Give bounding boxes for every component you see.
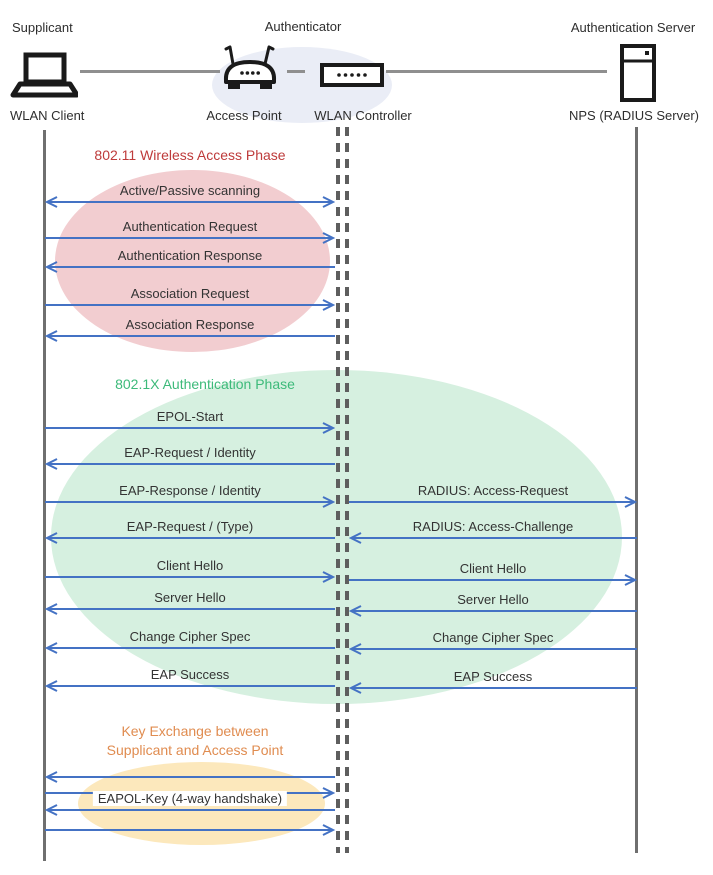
message-arrow (45, 232, 335, 244)
message-arrow (349, 496, 637, 508)
message-row: Association Request (45, 279, 335, 311)
message-row: Change Cipher Spec (349, 623, 637, 655)
message-row: EPOL-Start (45, 402, 335, 434)
message-arrow (45, 458, 335, 470)
role-label-authentication-server: Authentication Server (570, 20, 696, 35)
connector-client-ap (80, 70, 220, 73)
lifeline-authenticator-dash-1 (336, 127, 340, 853)
message-label: EAP-Request / (Type) (126, 519, 254, 534)
message-arrow (349, 532, 637, 544)
message-arrow (45, 532, 335, 544)
message-arrow (45, 642, 335, 654)
message-label: EAP Success (453, 669, 533, 684)
phase-80211-ellipse (55, 170, 330, 352)
message-label: Server Hello (457, 592, 529, 607)
message-row: Client Hello (45, 551, 335, 583)
lifeline-authenticator-dash-2 (345, 127, 349, 853)
message-label: EAP-Response / Identity (119, 483, 261, 498)
access-point-icon (223, 45, 277, 89)
message-row: Change Cipher Spec (45, 622, 335, 654)
message-label: Association Request (130, 286, 250, 301)
message-row: Server Hello (45, 583, 335, 615)
laptop-icon (10, 52, 78, 98)
message-arrow (349, 643, 637, 655)
message-arrow (45, 824, 335, 836)
message-row: Association Response (45, 310, 335, 342)
connector-controller-server (386, 70, 607, 73)
message-arrow (45, 571, 335, 583)
message-row: RADIUS: Access-Request (349, 476, 637, 508)
message-row: EAP-Request / (Type) (45, 512, 335, 544)
message-label: EAPOL-Key (4-way handshake) (92, 791, 288, 806)
message-arrow (45, 771, 335, 783)
device-label-wlan-controller: WLAN Controller (314, 108, 412, 123)
message-arrow (45, 496, 335, 508)
device-label-access-point: Access Point (206, 108, 282, 123)
message-label: RADIUS: Access-Request (417, 483, 569, 498)
message-row: Active/Passive scanning (45, 176, 335, 208)
lifeline-supplicant (43, 130, 46, 861)
wlan-controller-icon (320, 63, 384, 87)
message-label: Client Hello (156, 558, 224, 573)
message-label: EPOL-Start (156, 409, 224, 424)
message-label: RADIUS: Access-Challenge (412, 519, 574, 534)
message-arrow (45, 299, 335, 311)
device-label-nps: NPS (RADIUS Server) (568, 108, 700, 123)
message-row: EAP Success (349, 662, 637, 694)
message-row: Server Hello (349, 585, 637, 617)
message-arrow (45, 422, 335, 434)
message-row (45, 804, 335, 836)
phase-title-key-exchange-line1: Key Exchange between (121, 723, 269, 739)
connector-ap-controller-dash (287, 70, 305, 73)
message-label: Authentication Response (117, 248, 263, 263)
message-arrow (45, 680, 335, 692)
message-label: Active/Passive scanning (119, 183, 261, 198)
server-icon (620, 44, 656, 102)
message-row: EAP-Request / Identity (45, 438, 335, 470)
message-row: Authentication Response (45, 241, 335, 273)
message-row: Authentication Request (45, 212, 335, 244)
message-row: RADIUS: Access-Challenge (349, 512, 637, 544)
message-arrow (45, 196, 335, 208)
message-arrow (349, 605, 637, 617)
role-label-authenticator: Authenticator (264, 19, 342, 34)
message-label: Server Hello (154, 590, 226, 605)
message-row: EAP-Response / Identity (45, 476, 335, 508)
message-label: EAP-Request / Identity (124, 445, 256, 460)
message-row (45, 751, 335, 783)
message-label: Change Cipher Spec (432, 630, 554, 645)
message-arrow (45, 261, 335, 273)
message-label: EAP Success (150, 667, 230, 682)
message-label: Change Cipher Spec (129, 629, 251, 644)
message-row: EAP Success (45, 660, 335, 692)
message-arrow (45, 330, 335, 342)
message-row: EAPOL-Key (4-way handshake) (45, 784, 335, 816)
phase-title-key-exchange-line2: Supplicant and Access Point (106, 742, 284, 758)
message-row: Client Hello (349, 554, 637, 586)
message-arrow (45, 804, 335, 816)
device-label-wlan-client: WLAN Client (10, 108, 85, 123)
phase-title-80211: 802.11 Wireless Access Phase (94, 147, 286, 163)
message-label: Client Hello (459, 561, 527, 576)
message-arrow (349, 574, 637, 586)
lifeline-authentication-server (635, 127, 638, 853)
message-arrow (349, 682, 637, 694)
phase-title-8021x: 802.1X Authentication Phase (115, 376, 295, 392)
message-label: Association Response (125, 317, 255, 332)
phase-title-key-exchange: Key Exchange between Supplicant and Acce… (45, 722, 345, 760)
message-arrow (45, 603, 335, 615)
message-label: Authentication Request (122, 219, 258, 234)
role-label-supplicant: Supplicant (12, 20, 73, 35)
